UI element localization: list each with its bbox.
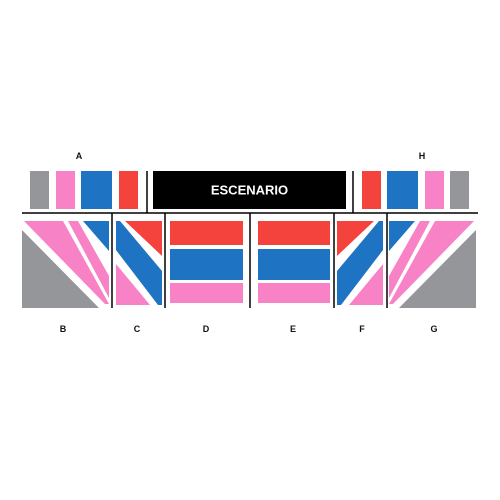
section-e[interactable] [258,221,330,303]
section-c-red-zone[interactable] [125,221,162,256]
section-h-red-block[interactable] [362,171,381,209]
section-g[interactable] [389,221,476,308]
section-a-blue-block[interactable] [81,171,112,209]
section-e-blue-row[interactable] [258,249,330,280]
section-b-gray-zone[interactable] [22,230,99,308]
section-c[interactable] [116,221,162,305]
section-label-c: C [134,324,141,334]
stage-block [153,171,346,209]
stage: ESCENARIO [153,171,346,209]
section-a-red-block[interactable] [119,171,138,209]
divider-lines [22,171,478,308]
section-g-pink-strip[interactable] [389,221,430,298]
section-a[interactable] [30,171,138,209]
section-b[interactable] [22,221,109,308]
section-label-d: D [203,324,210,334]
section-b-pink-zone[interactable] [24,221,109,304]
section-label-b: B [60,324,67,334]
section-c-blue-zone[interactable] [116,221,162,305]
section-a-pink-block[interactable] [56,171,75,209]
section-b-blue-zone[interactable] [83,221,109,251]
section-h[interactable] [362,171,469,209]
section-g-pink-zone[interactable] [389,221,474,304]
section-e-pink-row[interactable] [258,283,330,303]
section-g-gray-zone[interactable] [399,230,476,308]
section-h-pink-block[interactable] [425,171,444,209]
section-c-pink-zone[interactable] [116,264,150,305]
section-label-g: G [430,324,437,334]
section-g-blue-zone[interactable] [389,221,415,251]
section-h-blue-block[interactable] [387,171,418,209]
section-label-h: H [419,151,426,161]
section-d-pink-row[interactable] [170,283,243,303]
section-d-blue-row[interactable] [170,249,243,280]
section-d-red-row[interactable] [170,221,243,245]
section-label-e: E [290,324,296,334]
section-b-pink-strip[interactable] [68,221,109,298]
section-f-red-zone[interactable] [337,221,374,256]
section-h-gray-block[interactable] [450,171,469,209]
section-a-gray-block[interactable] [30,171,49,209]
section-label-a: A [76,151,83,161]
section-f-blue-zone[interactable] [337,221,383,305]
section-f-pink-zone[interactable] [349,264,383,305]
section-label-f: F [359,324,365,334]
section-f[interactable] [337,221,383,305]
section-labels: A H B C D E F G [60,151,438,334]
section-d[interactable] [170,221,243,303]
section-e-red-row[interactable] [258,221,330,245]
stage-label: ESCENARIO [211,183,288,198]
